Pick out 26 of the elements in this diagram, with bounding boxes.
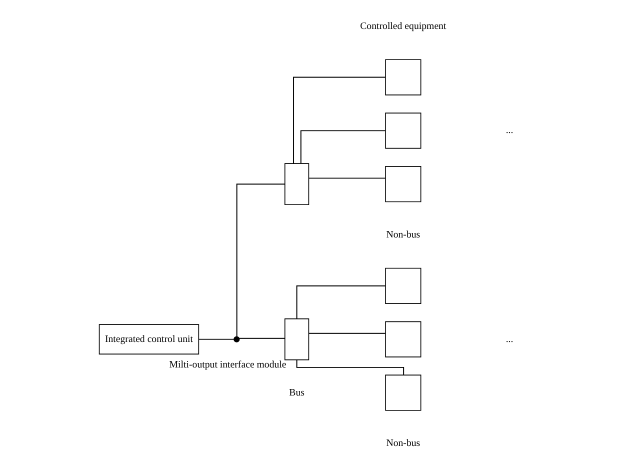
connector bbox=[308, 332, 386, 334]
label: ... bbox=[506, 334, 514, 345]
label: Bus bbox=[289, 387, 304, 398]
label: Non-bus bbox=[386, 230, 420, 241]
node-box bbox=[385, 374, 422, 411]
node-box bbox=[385, 166, 422, 202]
node-box bbox=[284, 163, 310, 206]
node-box bbox=[385, 59, 422, 96]
connector bbox=[293, 76, 386, 164]
node-box bbox=[385, 112, 422, 149]
node-circle bbox=[234, 336, 240, 342]
label: Controlled equipment bbox=[360, 20, 446, 32]
node-label: Milti-output interface module bbox=[169, 360, 286, 371]
connector bbox=[308, 178, 386, 179]
node-box bbox=[284, 318, 310, 360]
connector bbox=[238, 338, 286, 339]
connector bbox=[236, 184, 286, 338]
node-box bbox=[385, 321, 422, 358]
node-box: Integrated control unit bbox=[98, 324, 200, 354]
node-box bbox=[385, 268, 422, 304]
label: ... bbox=[506, 125, 514, 136]
connector bbox=[198, 338, 234, 340]
label: Non-bus bbox=[386, 438, 420, 450]
connector bbox=[300, 130, 386, 164]
connector bbox=[296, 285, 386, 319]
connector bbox=[296, 360, 404, 376]
